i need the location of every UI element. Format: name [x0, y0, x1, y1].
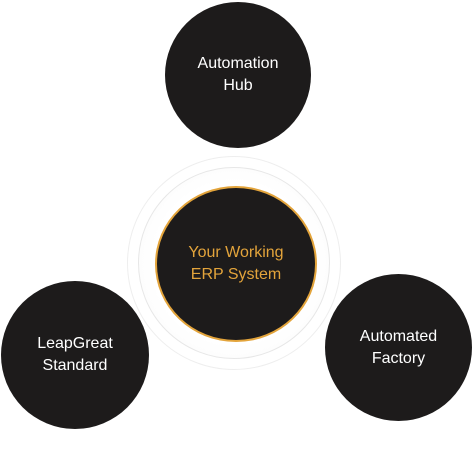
- leapgreat-standard-label-line-2: Standard: [42, 357, 108, 374]
- automated-factory-label-line-1: Automated: [359, 327, 438, 345]
- leapgreat-standard-label: LeapGreat Standard: [27, 333, 123, 377]
- erp-system-label-line-2: ERP System: [190, 266, 282, 283]
- erp-system-label-line-1: Your Working: [188, 244, 284, 261]
- automation-hub-node: Automation Hub: [165, 2, 311, 148]
- erp-system-node: Your Working ERP System: [155, 186, 317, 342]
- automated-factory-node: Automated Factory: [325, 274, 472, 421]
- automation-hub-label-line-2: Hub: [223, 77, 253, 94]
- automation-hub-label-line-1: Automation: [197, 55, 279, 72]
- automated-factory-label: Automated Factory: [350, 326, 447, 370]
- center-outer-ring: [127, 156, 341, 370]
- erp-system-label: Your Working ERP System: [178, 242, 293, 286]
- leapgreat-standard-label-line-1: LeapGreat: [37, 335, 113, 352]
- automation-hub-label: Automation Hub: [188, 53, 289, 97]
- automated-factory-label-line-2: Factory: [371, 349, 426, 367]
- leapgreat-standard-node: LeapGreat Standard: [1, 281, 149, 429]
